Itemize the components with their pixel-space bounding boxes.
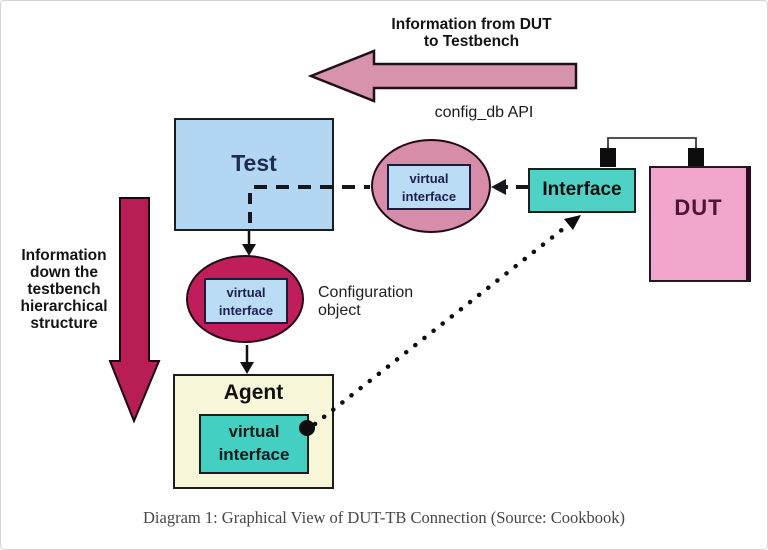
test-label: Test — [231, 150, 277, 176]
virtual-interface-label: interface — [218, 302, 274, 318]
dut-port — [688, 148, 704, 166]
dut-label: DUT — [674, 195, 723, 220]
interface-box: Interface — [528, 168, 636, 213]
virtual-interface-label: virtual — [409, 171, 449, 186]
configuration-virtual-interface-box: virtual interface — [204, 278, 288, 324]
virtual-interface-label: virtual — [226, 285, 266, 300]
config-db-virtual-interface-box: virtual interface — [387, 164, 471, 210]
info-from-dut-arrow — [307, 49, 578, 103]
info-from-dut-label: Information from DUT to Testbench — [391, 16, 552, 50]
agent-label: Agent — [223, 381, 284, 404]
diagram-caption: Diagram 1: Graphical View of DUT-TB Conn… — [143, 508, 625, 527]
configuration-object-label: Configuration object — [318, 284, 414, 320]
interface-config-arrowhead — [491, 179, 506, 195]
virtual-interface-label: virtual — [228, 422, 280, 441]
vi-interface-dotted-line — [312, 222, 571, 427]
test-box: Test — [174, 118, 334, 231]
vi-interface-arrowhead — [564, 215, 581, 230]
info-down-label: Information down the testbench hierarchi… — [20, 247, 108, 332]
virtual-interface-label: interface — [401, 188, 457, 204]
config-db-api-label: config_db API — [434, 104, 534, 121]
interface-label: Interface — [542, 179, 622, 200]
interface-dut-wire — [607, 137, 697, 150]
virtual-interface-label: interface — [218, 444, 290, 464]
dut-box: DUT — [649, 166, 751, 282]
agent-virtual-interface-box: virtual interface — [199, 414, 309, 474]
configobj-agent-arrowhead — [240, 362, 254, 374]
interface-port — [600, 148, 616, 167]
